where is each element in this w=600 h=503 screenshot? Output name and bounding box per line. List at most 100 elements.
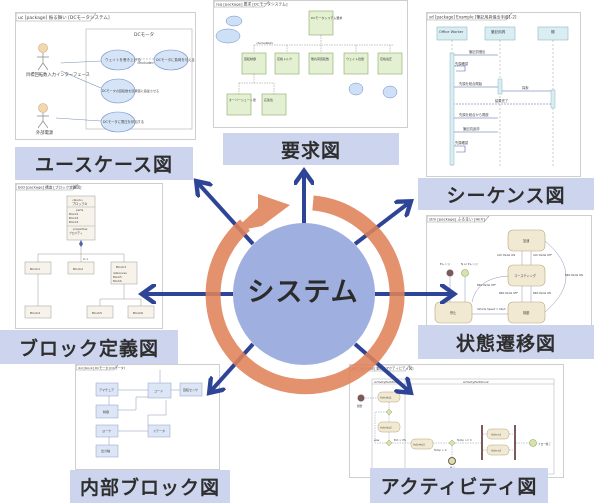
internal-block-diagram-thumbnail: ibd [block] DCモータ [DCモータ] アマチュア コード 回転セン…	[75, 364, 220, 470]
sequence-diagram-label: シーケンス図	[418, 178, 594, 210]
svg-text:制動: 制動	[523, 310, 529, 315]
ibd-frame-title: ibd [block] DCモータ [DCモータ]	[78, 365, 125, 370]
svg-text:Block6: Block6	[133, 311, 143, 315]
system-label: システム	[247, 277, 359, 308]
svg-text:BRK Pedal ON: BRK Pedal ON	[533, 291, 551, 295]
svg-text:筆記用具: 筆記用具	[491, 29, 506, 34]
actor-1: 目標回転数入力インターフェース	[26, 43, 90, 78]
svg-text:Office Worker: Office Worker	[439, 30, 464, 34]
svg-text:Block2: Block2	[73, 267, 83, 271]
system-boundary	[85, 28, 193, 130]
svg-text:Vehicle Speed = 0kph: Vehicle Speed = 0kph	[477, 307, 506, 311]
svg-text:目標回転数入力インターフェース: 目標回転数入力インターフェース	[26, 71, 90, 78]
svg-text:コースティング: コースティング	[514, 273, 537, 278]
block-definition-diagram-thumbnail: bdd [package] 構造 [ブロック定義図] «block» ブロックA…	[15, 183, 163, 329]
svg-text:制御: 制御	[103, 409, 109, 414]
stm-frame-title: stm [package] ふるまい [HEV]	[429, 217, 485, 222]
svg-text:出力軸: 出力軸	[101, 448, 110, 453]
lifelines: Office Worker 筆記用具 棚	[436, 26, 569, 168]
usecase-ellipse	[100, 111, 136, 133]
requirement-diagram-thumbnail: req [package] 要求 [DCモータシステム] DCモータシステム要求…	[213, 0, 408, 128]
svg-text:Activity3: Activity3	[413, 443, 425, 447]
svg-text:先頭確認: 先頭確認	[455, 140, 469, 145]
svg-text:Temp <= X: Temp <= X	[457, 438, 472, 442]
requirement-frame-title: req [package] 要求 [DCモータシステム]	[216, 2, 288, 7]
svg-text:Block4: Block4	[30, 311, 40, 315]
svg-text:0..1: 0..1	[83, 257, 88, 261]
svg-text:Activity1: Activity1	[380, 396, 392, 400]
activity-diagram-label: アクティビティ図	[370, 468, 548, 503]
internal-block-diagram-label: 内部ブロック図	[70, 470, 230, 503]
svg-text:Eレンジ: Eレンジ	[440, 262, 450, 266]
activity-frame-title: act [package] 動作 [アクティビティ図]	[352, 366, 414, 371]
svg-text:開始: 開始	[357, 404, 363, 408]
svg-text:«deriveReqt»: «deriveReqt»	[256, 41, 274, 45]
boundary-label: DCモータ	[134, 31, 154, 38]
svg-text:無負荷回転数: 無負荷回転数	[311, 56, 329, 61]
svg-text:先頭を統合から開放: 先頭を統合から開放	[459, 112, 489, 117]
svg-text:ウェイトを巻き上げる: ウェイトを巻き上げる	[105, 57, 141, 62]
usecase-ellipse	[153, 49, 189, 71]
svg-text:ActivityPartition2: ActivityPartition2	[463, 380, 489, 384]
svg-text:探索: 探索	[522, 85, 529, 90]
svg-text:回転センサ: 回転センサ	[183, 387, 198, 392]
svg-text:Activity2: Activity2	[380, 426, 392, 430]
svg-text:Ent > 0%: Ent > 0%	[394, 438, 407, 442]
bdd-blocks: Block1 Block2 Block3 references Block5 B…	[24, 261, 155, 319]
bdd-frame-title: bdd [package] 構造 [ブロック定義図]	[18, 185, 82, 190]
usecase-diagram-thumbnail: uc [package] 振る舞い [DCモータシステム] DCモータ 目標回転…	[15, 12, 196, 140]
ibd-parts: アマチュア コード 回転センサ 制御 ヨーク ステータ 出力軸	[95, 382, 203, 458]
arrow-to-sequence	[353, 202, 410, 246]
svg-text:Block3: Block3	[116, 265, 126, 269]
svg-text:Block6: Block6	[113, 279, 122, 283]
svg-text:DCモータに電圧を印加する: DCモータに電圧を印加する	[103, 119, 144, 124]
svg-text:DCモータシステム要求: DCモータシステム要求	[311, 15, 342, 20]
svg-text:応答性: 応答性	[264, 97, 273, 102]
svg-text:properties: properties	[73, 227, 88, 231]
sequence-diagram-thumbnail: sd [package] Example [筆記用具借出手順1-2] Offic…	[426, 12, 581, 177]
svg-text:先頭確認: 先頭確認	[455, 61, 469, 66]
activity-diagram-thumbnail: act [package] 動作 [アクティビティ図] ActivityPart…	[349, 364, 564, 478]
svg-text:オーバーシュート量: オーバーシュート量	[229, 97, 256, 102]
svg-text:ActivityPartition1: ActivityPartition1	[374, 380, 400, 384]
svg-text:«include»: «include»	[137, 61, 154, 65]
svg-text:BRK Pedal OFF: BRK Pedal OFF	[499, 291, 518, 295]
svg-text:加速: 加速	[523, 238, 530, 243]
svg-text:ACC Pedal OFF: ACC Pedal OFF	[533, 253, 553, 257]
state-machine-diagram-label: 状態遷移図	[418, 325, 594, 359]
svg-text:ACC Pedal ON: ACC Pedal ON	[497, 253, 515, 257]
svg-text:parts: parts	[76, 208, 84, 212]
svg-text:BRK Pedal OFF: BRK Pedal OFF	[477, 283, 496, 287]
svg-text:フロー終了: フロー終了	[538, 442, 551, 446]
svg-text:ステータ: ステータ	[153, 428, 165, 433]
svg-text:先頭を統合開始: 先頭を統合開始	[459, 81, 483, 86]
requirement-top: DCモータシステム要求	[308, 10, 342, 36]
svg-text:Action2: Action2	[491, 449, 501, 453]
cycle-arrow-head	[232, 194, 290, 232]
svg-text:定格トルク: 定格トルク	[277, 56, 292, 61]
svg-text:Block1: Block1	[69, 212, 79, 216]
svg-text:定格電圧: 定格電圧	[380, 56, 392, 61]
actor-2: 外部電源	[36, 103, 54, 136]
state-machine-diagram-thumbnail: stm [package] ふるまい [HEV] 加速 コースティング 停止 制…	[426, 215, 592, 330]
svg-text:«block»: «block»	[72, 198, 83, 202]
activity-actions: Activity1 Activity2 Activity3 Action1 Ac…	[377, 391, 510, 456]
svg-text:Block2: Block2	[69, 216, 79, 220]
usecase-diagram-label: ユースケース図	[15, 147, 193, 180]
svg-text:BRK Pedal ON: BRK Pedal ON	[565, 273, 583, 277]
svg-text:Block1: Block1	[30, 267, 40, 271]
svg-text:筆記具返却: 筆記具返却	[463, 126, 480, 131]
svg-text:停止: 停止	[450, 310, 457, 315]
svg-text:回転制御: 回転制御	[244, 56, 256, 61]
svg-text:Temp > X: Temp > X	[434, 448, 447, 452]
svg-text:N or Pレンジ: N or Pレンジ	[461, 262, 478, 266]
svg-text:ウェイト質量: ウェイト質量	[346, 56, 364, 61]
arrow-to-usecase	[197, 182, 255, 246]
requirement-diagram-label: 要求図	[223, 133, 399, 165]
svg-text:アマチュア: アマチュア	[99, 387, 114, 392]
svg-text:Block3: Block3	[69, 220, 79, 224]
svg-text:Block5: Block5	[92, 311, 102, 315]
svg-text:ブロックA: ブロックA	[72, 201, 88, 206]
requirement-grandchildren: オーバーシュート量 応答性	[226, 93, 287, 116]
svg-text:外部電源: 外部電源	[36, 129, 54, 136]
